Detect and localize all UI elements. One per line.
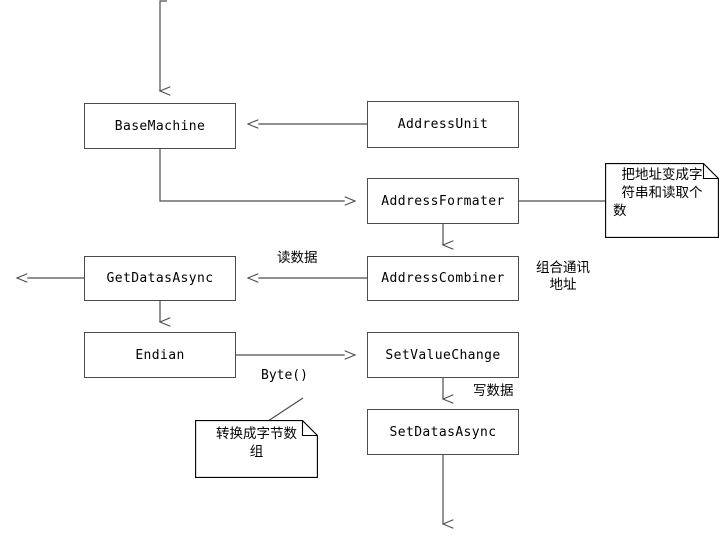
node-label: AddressFormater [381, 193, 505, 209]
node-label: SetDatasAsync [389, 424, 497, 440]
leader-line-byte-note [267, 397, 304, 422]
node-label: AddressCombiner [381, 271, 505, 286]
node-address-formater[interactable]: AddressFormater [367, 178, 519, 224]
node-label: GetDatasAsync [106, 271, 214, 286]
node-label: SetValueChange [385, 347, 501, 363]
node-address-unit[interactable]: AddressUnit [367, 101, 519, 148]
note-byte-array: 转换成字节数 组 [195, 420, 318, 478]
node-set-datas-async[interactable]: SetDatasAsync [367, 409, 519, 455]
node-base-machine[interactable]: BaseMachine [84, 103, 236, 149]
node-endian[interactable]: Endian [84, 332, 236, 378]
node-set-value-change[interactable]: SetValueChange [367, 332, 519, 378]
node-label: Endian [135, 347, 185, 363]
node-label: AddressUnit [397, 117, 489, 132]
note-line: 转换成字节数 [216, 426, 297, 442]
edge-label-write-data: 写数据 [473, 383, 514, 399]
note-line: 组 [249, 444, 264, 460]
node-get-datas-async[interactable]: GetDatasAsync [84, 256, 236, 301]
edge-basemachine-to-addressformater [159, 149, 357, 206]
node-address-combiner[interactable]: AddressCombiner [367, 256, 519, 301]
edge-label-byte-call: Byte() [261, 368, 308, 383]
node-label: BaseMachine [114, 118, 206, 134]
edge-label-combine-comm-address: 组合通讯 地址 [536, 260, 590, 293]
note-line: 把地址变成字 [621, 167, 703, 183]
note-line: 符串和读取个 [621, 185, 703, 201]
note-line: 数 [613, 203, 627, 219]
note-shape [605, 163, 719, 238]
edge-label-read-data: 读数据 [277, 250, 318, 266]
note-address-formater: 把地址变成字 符串和读取个 数 [605, 163, 719, 238]
edge-entry-to-basemachine [158, 0, 171, 96]
note-shape [195, 420, 318, 478]
